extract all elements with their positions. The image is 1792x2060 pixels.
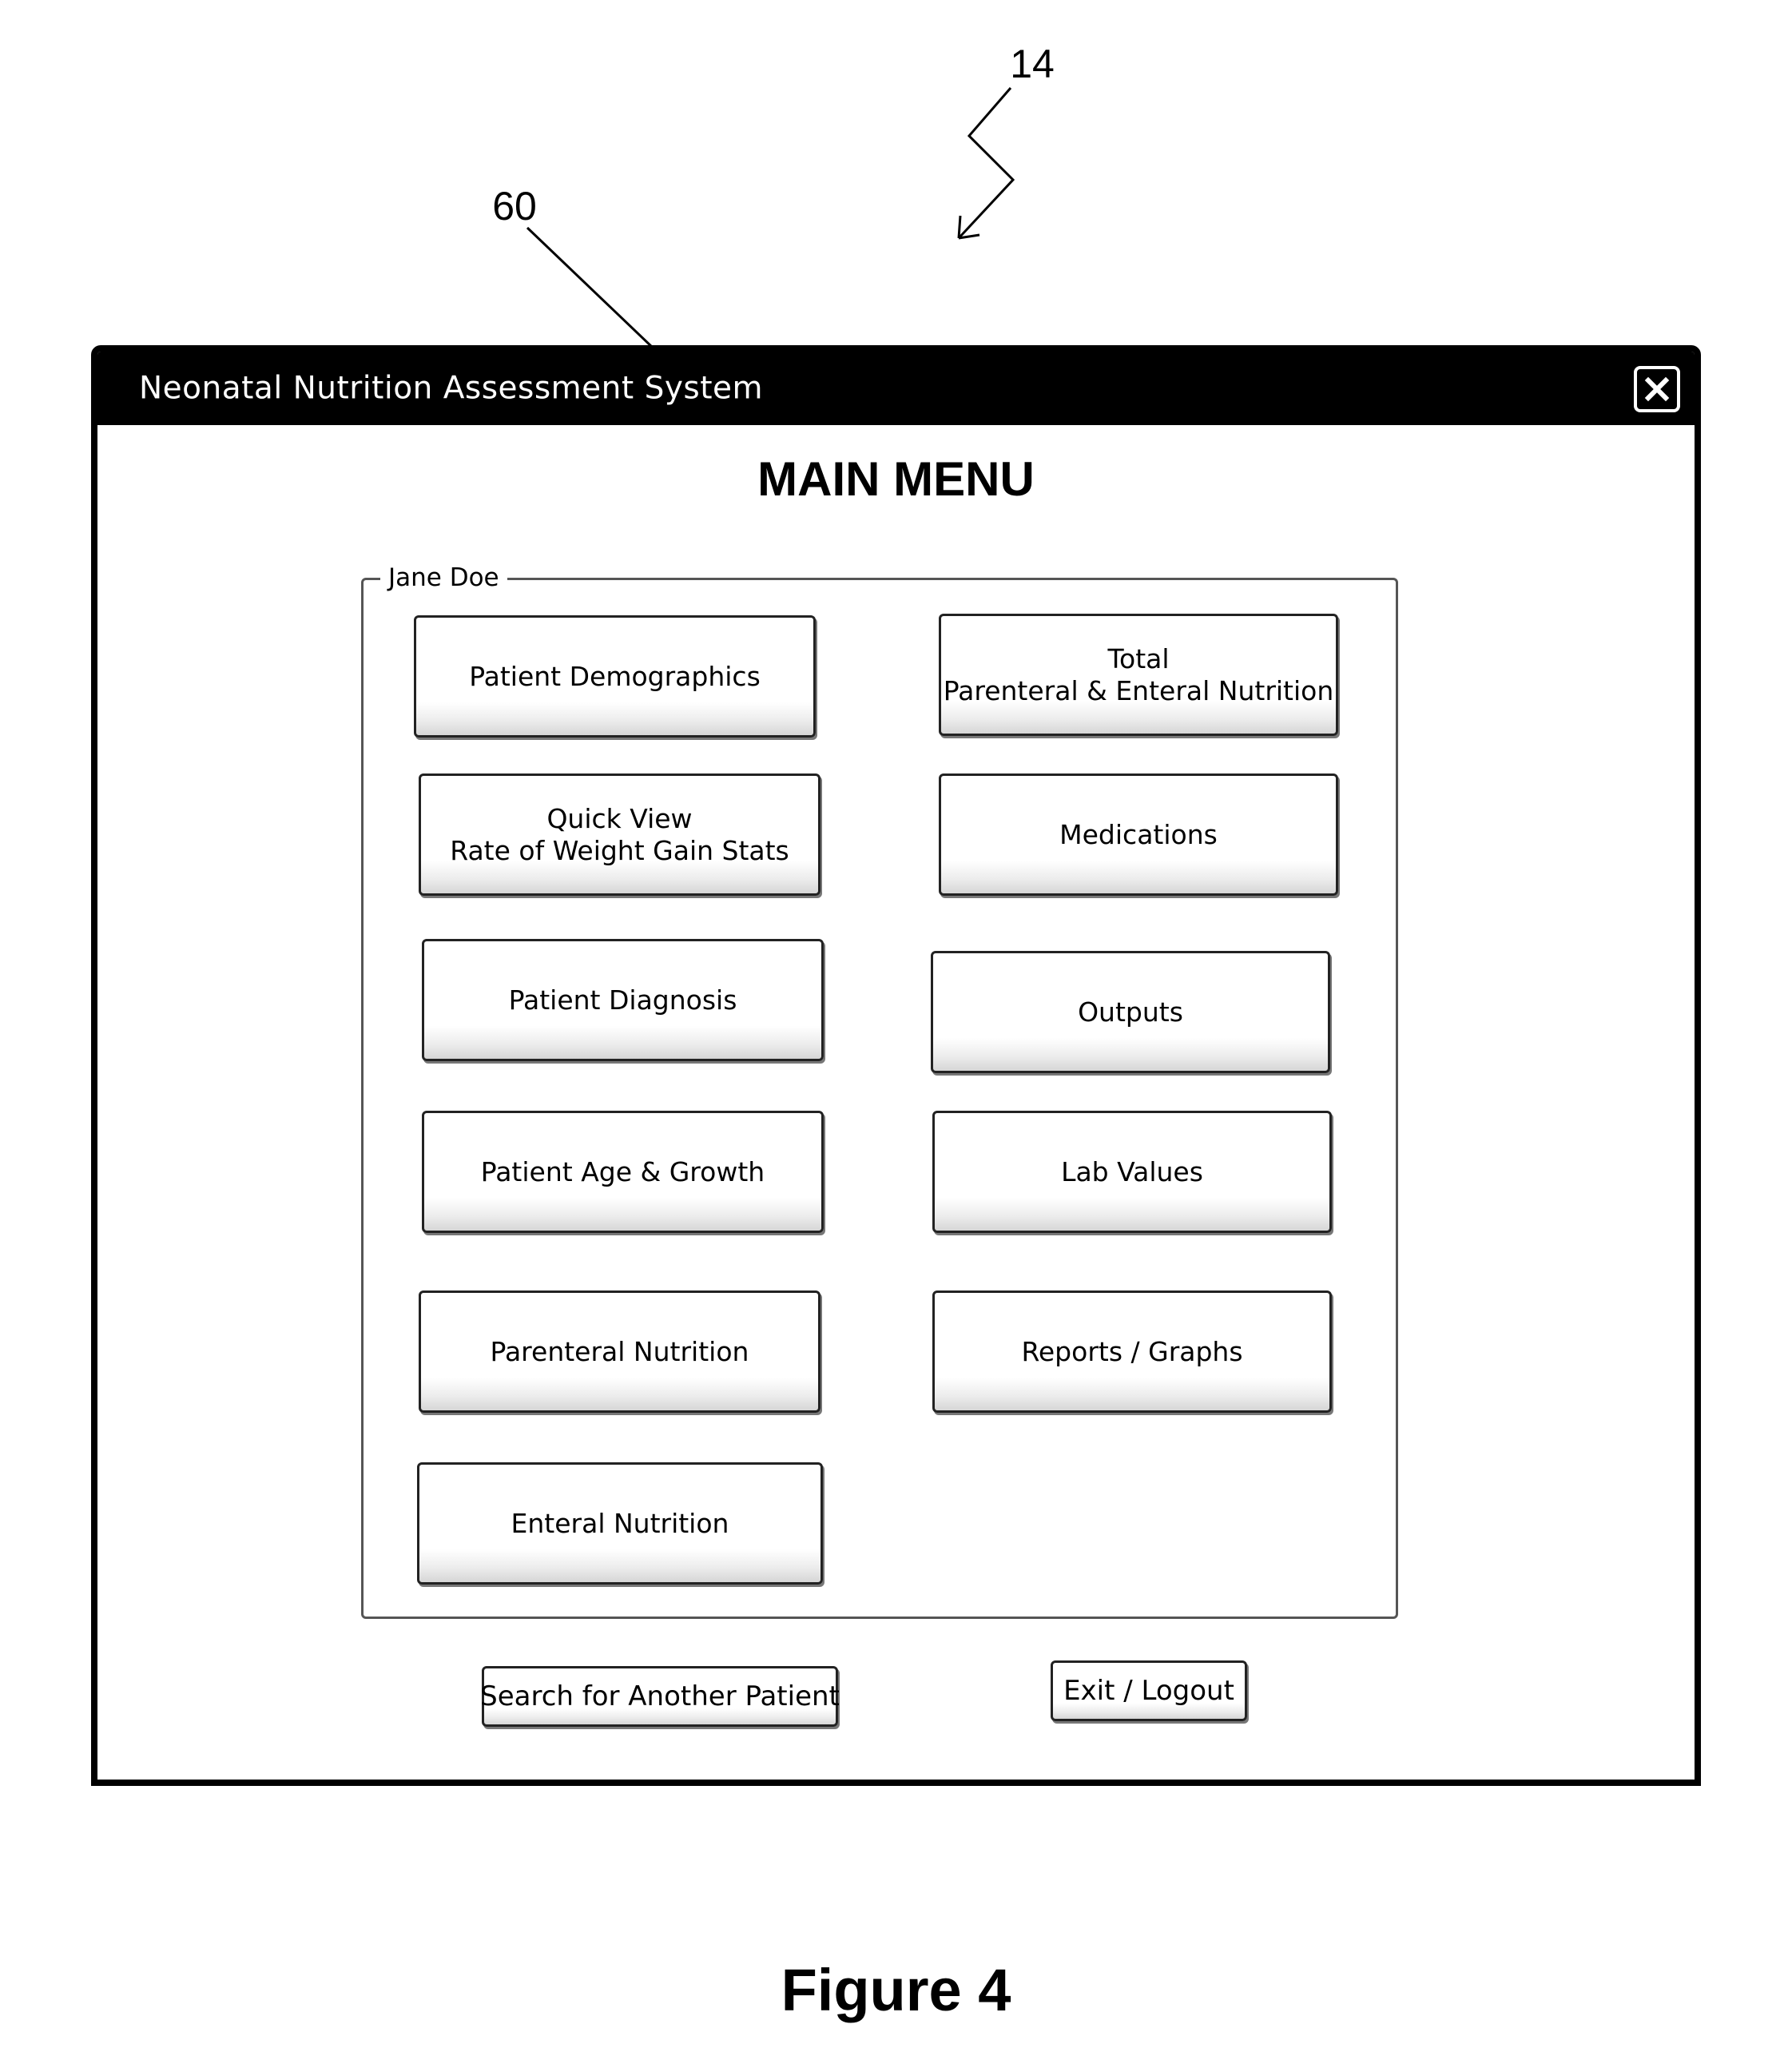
close-x-icon (1643, 376, 1671, 403)
button-label-line-1: Quick View (546, 803, 692, 835)
button-label-line-2: Parenteral & Enteral Nutrition (944, 675, 1334, 707)
patient-demographics-button[interactable]: Patient Demographics (414, 615, 816, 738)
button-label: Exit / Logout (1063, 1675, 1234, 1707)
patient-name-label: Jane Doe (380, 563, 507, 593)
button-label: Reports / Graphs (1021, 1336, 1242, 1368)
total-parenteral-enteral-nutrition-button[interactable]: Total Parenteral & Enteral Nutrition (939, 614, 1338, 736)
leader-60 (527, 228, 654, 348)
search-another-patient-button[interactable]: Search for Another Patient (482, 1666, 838, 1727)
window-title: Neonatal Nutrition Assessment System (139, 371, 763, 407)
quick-view-weight-gain-button[interactable]: Quick View Rate of Weight Gain Stats (419, 773, 821, 896)
button-label: Outputs (1078, 996, 1183, 1028)
lab-values-button[interactable]: Lab Values (932, 1111, 1332, 1233)
button-label: Search for Another Patient (480, 1680, 840, 1712)
title-bar: Neonatal Nutrition Assessment System (97, 352, 1695, 425)
figure-caption: Figure 4 (0, 1961, 1792, 2020)
exit-logout-button[interactable]: Exit / Logout (1051, 1660, 1247, 1721)
button-label: Patient Age & Growth (481, 1156, 765, 1188)
button-label: Lab Values (1061, 1156, 1203, 1188)
main-menu-heading: MAIN MENU (97, 455, 1695, 503)
close-button[interactable] (1634, 366, 1680, 412)
arrowhead-14 (959, 216, 979, 238)
patient-age-growth-button[interactable]: Patient Age & Growth (422, 1111, 824, 1233)
button-label: Patient Demographics (469, 661, 761, 693)
medications-button[interactable]: Medications (939, 773, 1338, 896)
button-label: Parenteral Nutrition (491, 1336, 749, 1368)
ref-14: 14 (1010, 44, 1055, 84)
button-label: Medications (1059, 819, 1218, 851)
outputs-button[interactable]: Outputs (931, 951, 1330, 1073)
parenteral-nutrition-button[interactable]: Parenteral Nutrition (419, 1290, 821, 1413)
leader-14 (959, 88, 1013, 238)
button-label-line-1: Total (1107, 643, 1169, 675)
button-label-line-2: Rate of Weight Gain Stats (450, 835, 789, 867)
ref-60: 60 (492, 186, 537, 226)
button-label: Patient Diagnosis (509, 984, 737, 1016)
enteral-nutrition-button[interactable]: Enteral Nutrition (417, 1462, 823, 1585)
patient-diagnosis-button[interactable]: Patient Diagnosis (422, 939, 824, 1061)
reports-graphs-button[interactable]: Reports / Graphs (932, 1290, 1332, 1413)
button-label: Enteral Nutrition (511, 1508, 729, 1540)
